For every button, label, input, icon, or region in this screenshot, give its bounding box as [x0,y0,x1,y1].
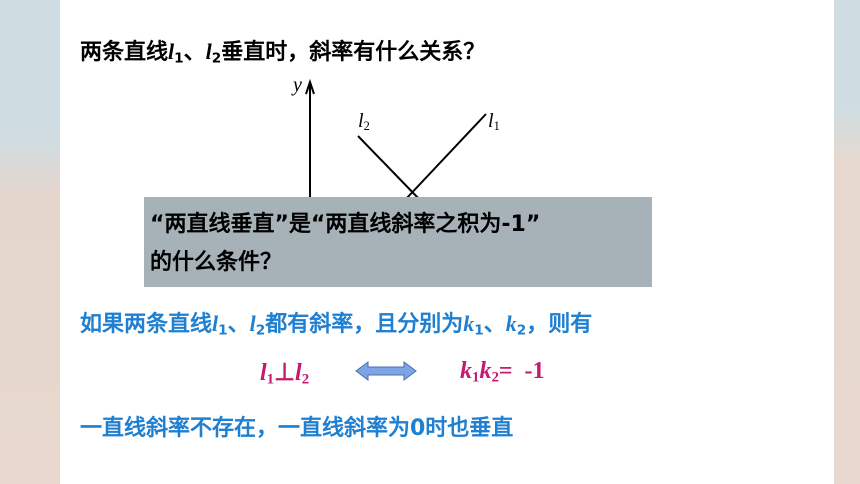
formula-l2-symbol: l [295,360,302,386]
formula-l2-subscript: 2 [301,371,310,388]
line-l2 [357,135,421,201]
slope-product-formula: k1k2= -1 [460,358,545,387]
double-arrow-icon [355,361,417,381]
callout-line-1: “两直线垂直”是“两直线斜率之积为-1” [150,212,541,237]
background-right-panel [834,0,860,484]
l1-label-letter: l [488,110,494,132]
statement-k1-symbol: k [463,311,475,336]
background-left-panel [0,0,60,484]
statement-l1-symbol: l [212,311,219,336]
statement-separator-1: 、 [227,312,250,337]
title-separator: 、 [183,40,206,65]
special-case-note: 一直线斜率不存在，一直线斜率为0时也垂直 [80,416,514,441]
perpendicular-symbol: ⊥ [274,360,296,386]
title-l1-symbol: l [168,39,175,64]
question-callout-box [144,197,652,287]
statement-l1-subscript: 1 [218,322,228,339]
formula-rhs: = -1 [498,358,545,384]
line-l1 [404,113,487,201]
statement-l2-symbol: l [249,311,256,336]
statement-k2-subscript: 2 [516,322,527,339]
title-text-pre: 两条直线 [80,40,169,65]
formula-k1-subscript: 1 [472,369,480,386]
callout-line-2: 的什么条件？ [150,250,283,275]
slide-title: 两条直线l1、l2垂直时，斜率有什么关系？ [80,34,485,66]
statement-text-post: ，则有 [526,312,593,337]
formula-l1-subscript: 1 [266,371,275,388]
statement-text-pre: 如果两条直线 [80,312,213,337]
statement-text-mid: 都有斜率，且分别为 [265,312,464,337]
statement-k1-subscript: 1 [474,322,484,339]
l2-label-subscript: 2 [363,119,370,134]
title-l1-subscript: 1 [174,50,184,67]
slope-statement: 如果两条直线l1、l2都有斜率，且分别为k1、k2，则有 [80,306,592,338]
l2-label-letter: l [358,110,364,132]
question-callout-text: “两直线垂直”是“两直线斜率之积为-1” 的什么条件？ [150,206,650,282]
l2-label: l2 [358,110,370,134]
l1-label: l1 [488,110,500,134]
formula-k2-symbol: k [479,358,492,384]
formula-k1-symbol: k [460,358,472,384]
l1-label-subscript: 1 [493,119,500,134]
y-axis-label: y [293,74,302,96]
title-text-post: 垂直时，斜率有什么关系？ [221,40,486,65]
statement-k2-symbol: k [505,311,517,336]
title-l2-symbol: l [205,39,212,64]
formula-k2-subscript: 2 [491,369,499,386]
formula-l1-symbol: l [260,360,267,386]
y-axis-arrowhead [305,78,315,95]
perpendicular-formula: l1⊥l2 [260,358,309,389]
title-l2-subscript: 2 [211,50,222,67]
statement-separator-2: 、 [483,312,506,337]
statement-l2-subscript: 2 [255,322,266,339]
